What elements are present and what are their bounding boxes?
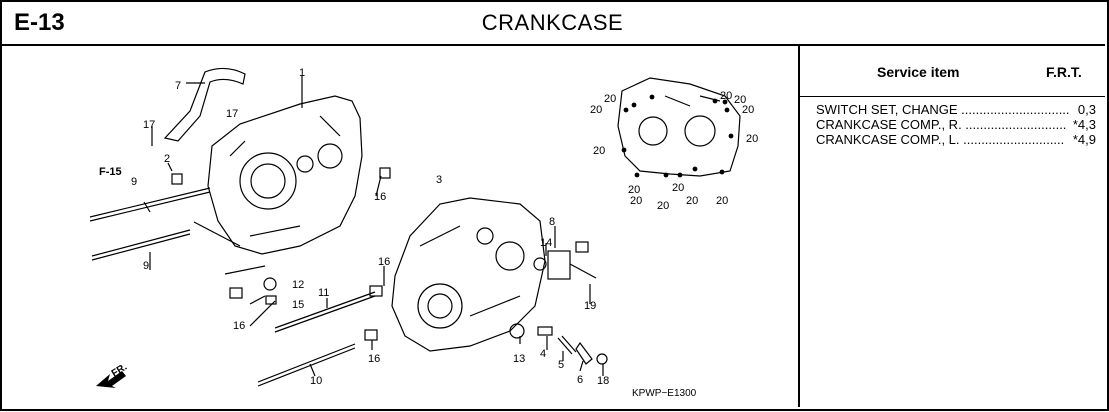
callout: 9 [143,260,149,272]
callout: 11 [318,287,329,299]
callout: 1 [299,67,305,79]
exploded-view-drawing: 7 1 17 17 2 9 9 16 12 15 16 11 16 3 16 8… [89,67,758,399]
callout: 5 [558,359,564,371]
detail-callout: 20 [720,90,732,102]
callout: 18 [597,375,609,387]
service-row: SWITCH SET, CHANGE .....................… [816,102,1096,117]
ref-f15-label: F-15 [99,166,122,178]
service-frt-value: *4,3 [1072,117,1096,132]
service-item-heading: Service item [877,64,960,80]
service-frt-value: *4,9 [1072,132,1096,147]
front-label: FR. [110,362,130,380]
service-panel: Service item F.R.T. SWITCH SET, CHANGE .… [800,46,1105,407]
detail-callout: 20 [672,182,684,194]
page-header: E-13 CRANKCASE [0,0,1105,46]
callout: 17 [143,119,155,131]
service-row: CRANKCASE COMP., R. ....................… [816,117,1096,132]
callout: 12 [292,279,304,291]
detail-callout: 20 [628,184,640,196]
diagram-code: KPWP−E1300 [632,388,697,399]
detail-callout: 20 [746,133,758,145]
section-code: E-13 [14,9,65,36]
callout: 16 [378,256,390,268]
callout: 16 [374,191,386,203]
detail-callout: 20 [590,104,602,116]
callout: 15 [292,299,304,311]
detail-callout: 20 [686,195,698,207]
service-header: Service item F.R.T. [800,46,1105,97]
callout: 7 [175,80,181,92]
front-arrow-icon [96,371,126,388]
detail-callout: 20 [742,104,754,116]
detail-callout: 20 [630,195,642,207]
callout: 13 [513,353,525,365]
detail-callout: 20 [657,200,669,212]
callout: 16 [233,320,245,332]
detail-callout: 20 [593,145,605,157]
callout: 19 [584,300,596,312]
callout: 4 [540,348,546,360]
callout: 3 [436,174,442,186]
callout: 14 [540,237,552,249]
service-name: SWITCH SET, CHANGE .....................… [816,102,1070,117]
callout: 6 [577,374,583,386]
callout: 9 [131,176,137,188]
callout: 10 [310,375,322,387]
callout: 8 [549,216,555,228]
detail-callout: 20 [604,93,616,105]
service-row: CRANKCASE COMP., L. ....................… [816,132,1096,147]
callout: 17 [226,108,238,120]
detail-callout: 20 [716,195,728,207]
service-name: CRANKCASE COMP., R. ....................… [816,117,1067,132]
frt-heading: F.R.T. [1046,64,1082,80]
callout: 16 [368,353,380,365]
page-title: CRANKCASE [481,10,624,35]
callout: 2 [164,153,170,165]
parts-diagram: 7 1 17 17 2 9 9 16 12 15 16 11 16 3 16 8… [0,46,800,407]
detail-callout: 20 [734,94,746,106]
service-frt-value: 0,3 [1077,102,1096,117]
service-name: CRANKCASE COMP., L. ....................… [816,132,1065,147]
service-list: SWITCH SET, CHANGE .....................… [816,102,1096,147]
